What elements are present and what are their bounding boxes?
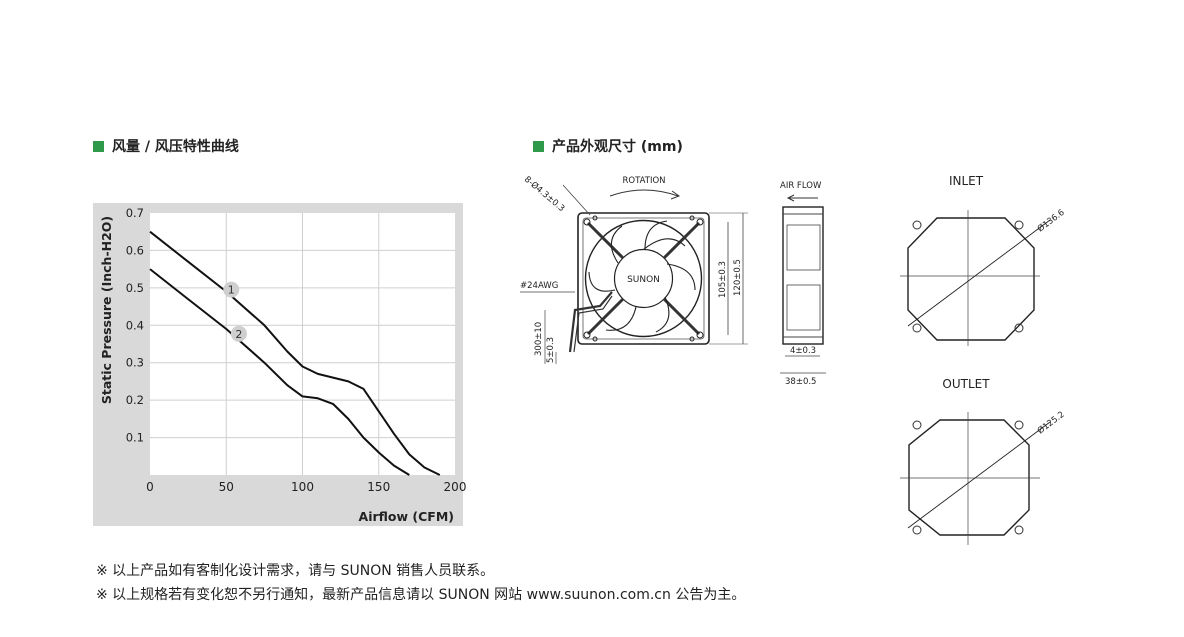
chart-series-group: 12 bbox=[149, 230, 441, 476]
lead-length-label: 300±10 bbox=[534, 322, 544, 356]
y-tick-label: 0.4 bbox=[126, 318, 144, 332]
series-line-2 bbox=[149, 268, 410, 476]
chart-grid bbox=[150, 213, 455, 475]
inlet-cutout-drawing bbox=[900, 210, 1051, 346]
series-label-2: 2 bbox=[235, 328, 242, 341]
depth-dim: 38±0.5 bbox=[785, 377, 816, 387]
fan-blades bbox=[588, 220, 696, 333]
fan-front-view bbox=[520, 184, 748, 364]
y-axis-label: Static Pressure (Inch-H2O) bbox=[99, 216, 114, 404]
inlet-label: INLET bbox=[949, 174, 984, 188]
chart-ticks: 0 50 100 150 200 0.1 0.2 0.3 0.4 0.5 0.6 0.7 bbox=[126, 206, 467, 494]
flange-dim: 4±0.3 bbox=[790, 346, 816, 356]
outlet-label: OUTLET bbox=[942, 377, 990, 391]
green-square-icon bbox=[93, 140, 104, 152]
y-tick-label: 0.3 bbox=[126, 356, 144, 370]
x-tick-label: 0 bbox=[146, 480, 154, 494]
brand-label: SUNON bbox=[627, 275, 660, 285]
note-line-2: ※ 以上规格若有变化恕不另行通知，最新产品信息请以 SUNON 网站 www.s… bbox=[96, 587, 746, 603]
y-tick-label: 0.6 bbox=[126, 243, 144, 257]
series-marker-1 bbox=[223, 281, 240, 298]
green-square-icon bbox=[533, 140, 544, 152]
mounting-holes bbox=[583, 215, 704, 342]
strip-length-label: 5±0.3 bbox=[546, 337, 556, 363]
curve-heading-text: 风量 / 风压特性曲线 bbox=[112, 139, 239, 155]
frame-size-dim: 120±0.5 bbox=[733, 259, 743, 296]
x-tick-label: 50 bbox=[219, 480, 234, 494]
x-tick-label: 100 bbox=[291, 480, 314, 494]
x-tick-label: 150 bbox=[367, 480, 390, 494]
y-tick-label: 0.7 bbox=[126, 206, 144, 220]
wire-gauge-label: #24AWG bbox=[520, 281, 558, 291]
airflow-label: AIR FLOW bbox=[780, 181, 822, 191]
hole-pitch-dim: 105±0.3 bbox=[718, 261, 728, 298]
inlet-diameter-label: Ø136.6 bbox=[1035, 207, 1066, 234]
hole-spec-label: 8-Ø4.3±0.3 bbox=[522, 174, 567, 214]
x-tick-label: 200 bbox=[444, 480, 467, 494]
dimensions-heading-text: 产品外观尺寸 (mm) bbox=[552, 139, 683, 155]
outlet-diameter-label: Ø125.2 bbox=[1035, 409, 1066, 436]
fan-side-view bbox=[780, 194, 826, 374]
note-line-1: ※ 以上产品如有客制化设计需求，请与 SUNON 销售人员联系。 bbox=[96, 563, 495, 579]
rotation-label: ROTATION bbox=[622, 176, 665, 186]
x-axis-label: Airflow (CFM) bbox=[359, 509, 454, 524]
y-tick-label: 0.1 bbox=[126, 431, 144, 445]
curve-section-heading: 风量 / 风压特性曲线 bbox=[93, 136, 239, 156]
dimensions-section-heading: 产品外观尺寸 (mm) bbox=[533, 136, 683, 156]
outlet-cutout-drawing bbox=[900, 412, 1051, 545]
series-label-1: 1 bbox=[228, 284, 235, 297]
y-tick-label: 0.2 bbox=[126, 393, 144, 407]
series-marker-2 bbox=[230, 325, 247, 342]
y-tick-label: 0.5 bbox=[126, 281, 144, 295]
